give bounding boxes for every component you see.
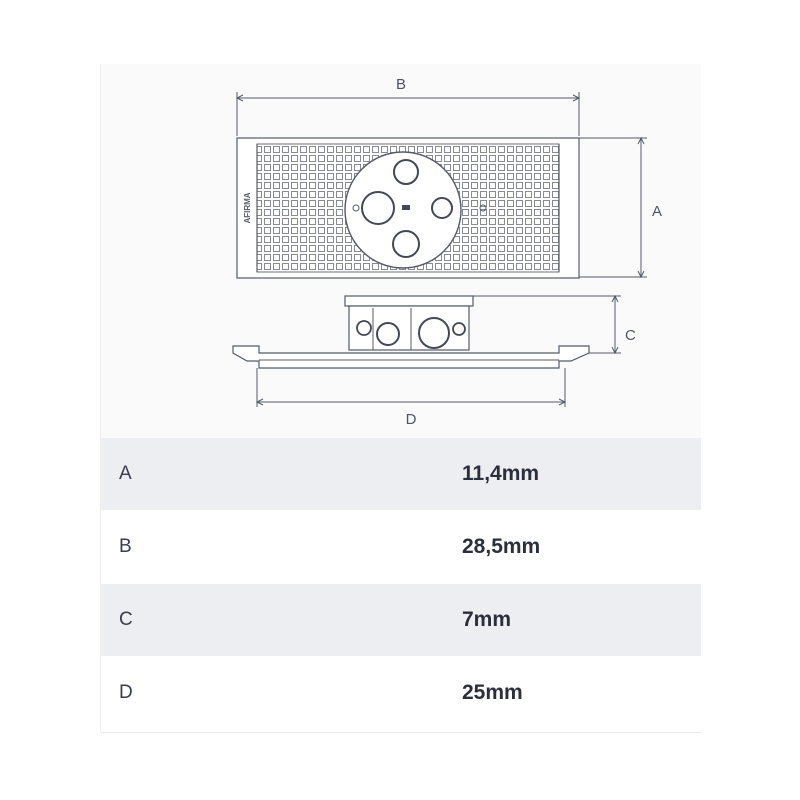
spec-row-c: C 7mm — [101, 584, 701, 657]
spec-label: B — [119, 536, 132, 557]
side-view-box — [344, 295, 474, 351]
product-dimension-panel: B AFIRMA — [100, 64, 701, 733]
spec-row-b: B 28,5mm — [101, 511, 701, 584]
dimension-a-line — [579, 136, 647, 279]
dimension-drawing-svg: B AFIRMA — [232, 76, 662, 428]
socket-outlet — [344, 151, 487, 269]
dimension-b-line — [235, 92, 581, 136]
spec-value: 28,5mm — [462, 535, 541, 558]
spec-row-a: A 11,4mm — [101, 438, 701, 511]
specs-table: A 11,4mm B 28,5mm C 7mm D 25mm — [101, 438, 701, 733]
dimension-d-label: D — [406, 411, 417, 428]
spec-value: 7mm — [462, 608, 512, 631]
side-view-base — [232, 345, 590, 407]
technical-drawing: B AFIRMA — [101, 64, 701, 438]
spec-value: 25mm — [462, 681, 523, 704]
dimension-b-label: B — [396, 76, 406, 93]
spec-value: 11,4mm — [462, 462, 540, 485]
spec-label: C — [119, 609, 133, 630]
dimension-c-label: C — [625, 327, 636, 344]
dimension-a-label: A — [652, 203, 662, 220]
dimension-c-line — [473, 294, 621, 355]
spec-label: D — [119, 682, 133, 703]
dimension-d-line — [255, 398, 567, 406]
brand-mark: AFIRMA — [243, 192, 252, 223]
spec-label: A — [119, 463, 132, 484]
spec-row-d: D 25mm — [101, 657, 701, 733]
